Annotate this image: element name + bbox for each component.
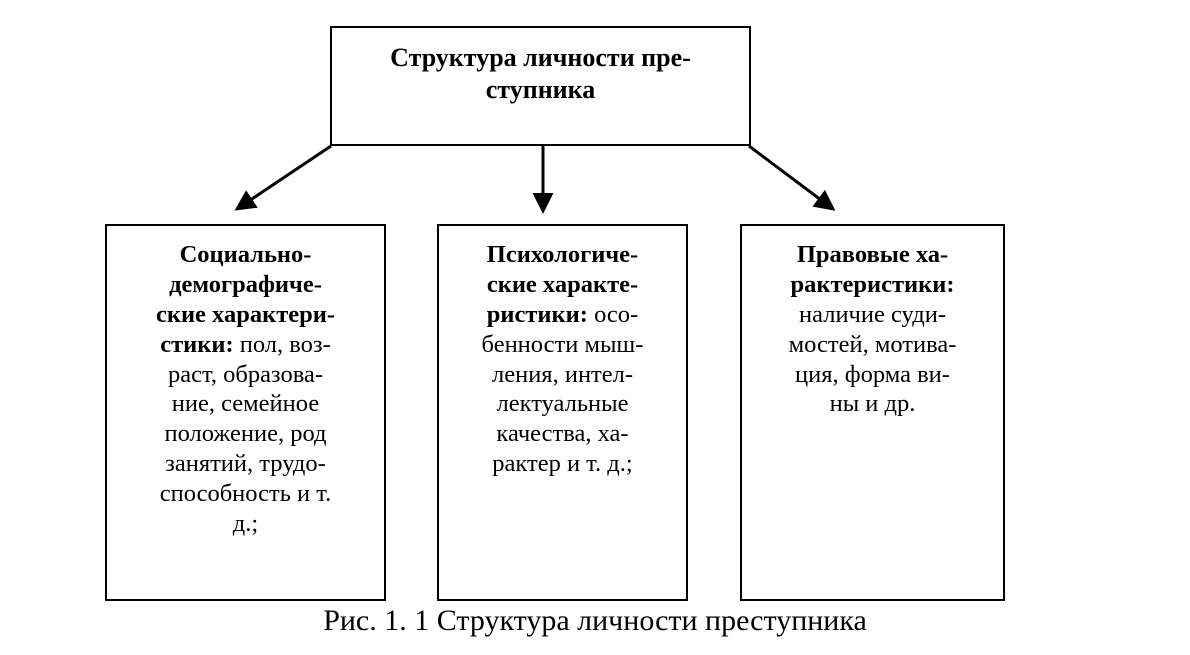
node-social-demographic-lead: Социально- демографиче- ские характери- … <box>155 241 336 358</box>
root-node-title: Структура личности пре- ступника <box>390 43 691 104</box>
node-legal-lead: Правовые ха- рактеристики: <box>790 241 955 298</box>
arrow-to-social <box>234 144 332 211</box>
arrow-to-legal <box>748 144 836 211</box>
node-legal: Правовые ха- рактеристики: наличие суди-… <box>740 224 1005 601</box>
node-social-demographic-body: пол, воз- раст, образова- ние, семейное … <box>159 330 332 537</box>
node-psychological: Психологиче- ские характе- ристики: осо-… <box>437 224 688 601</box>
figure-caption: Рис. 1. 1 Структура личности преступника <box>323 604 867 637</box>
node-psychological-body: осо- бенности мыш- ления, интел- лектуал… <box>481 300 644 478</box>
root-node-personality-structure: Структура личности пре- ступника <box>330 26 751 146</box>
node-psychological-lead: Психологиче- ские характе- ристики: <box>486 241 639 328</box>
node-social-demographic: Социально- демографиче- ские характери- … <box>105 224 386 601</box>
node-legal-body: наличие суди- мостей, мотива- ция, форма… <box>788 300 957 418</box>
